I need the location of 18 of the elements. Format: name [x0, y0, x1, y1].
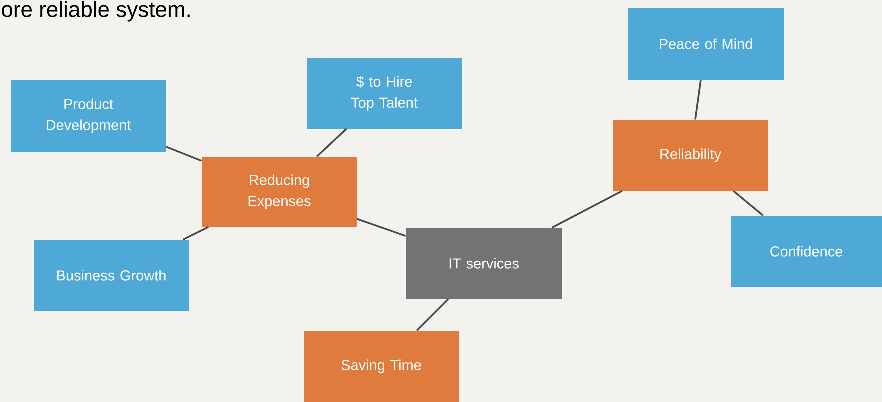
- connector-line: [733, 190, 764, 216]
- concept-box: Business Growth: [34, 240, 189, 311]
- connector-line: [552, 190, 623, 229]
- concept-box: $ to Hire Top Talent: [307, 58, 462, 129]
- connector-line: [356, 218, 406, 238]
- heading-text: ore reliable system.: [2, 1, 190, 22]
- connector-line: [316, 128, 348, 158]
- connector-line: [166, 146, 202, 162]
- concept-box: IT services: [406, 228, 562, 299]
- concept-box: Saving Time: [304, 331, 459, 402]
- concept-box: Reducing Expenses: [202, 157, 357, 227]
- concept-box: Product Development: [11, 80, 166, 152]
- concept-box: Reliability: [613, 120, 768, 191]
- connector-line: [694, 80, 702, 120]
- connector-line: [182, 226, 210, 241]
- concept-box: Peace of Mind: [628, 8, 784, 80]
- concept-box: Confidence: [731, 216, 882, 287]
- connector-line: [416, 298, 450, 332]
